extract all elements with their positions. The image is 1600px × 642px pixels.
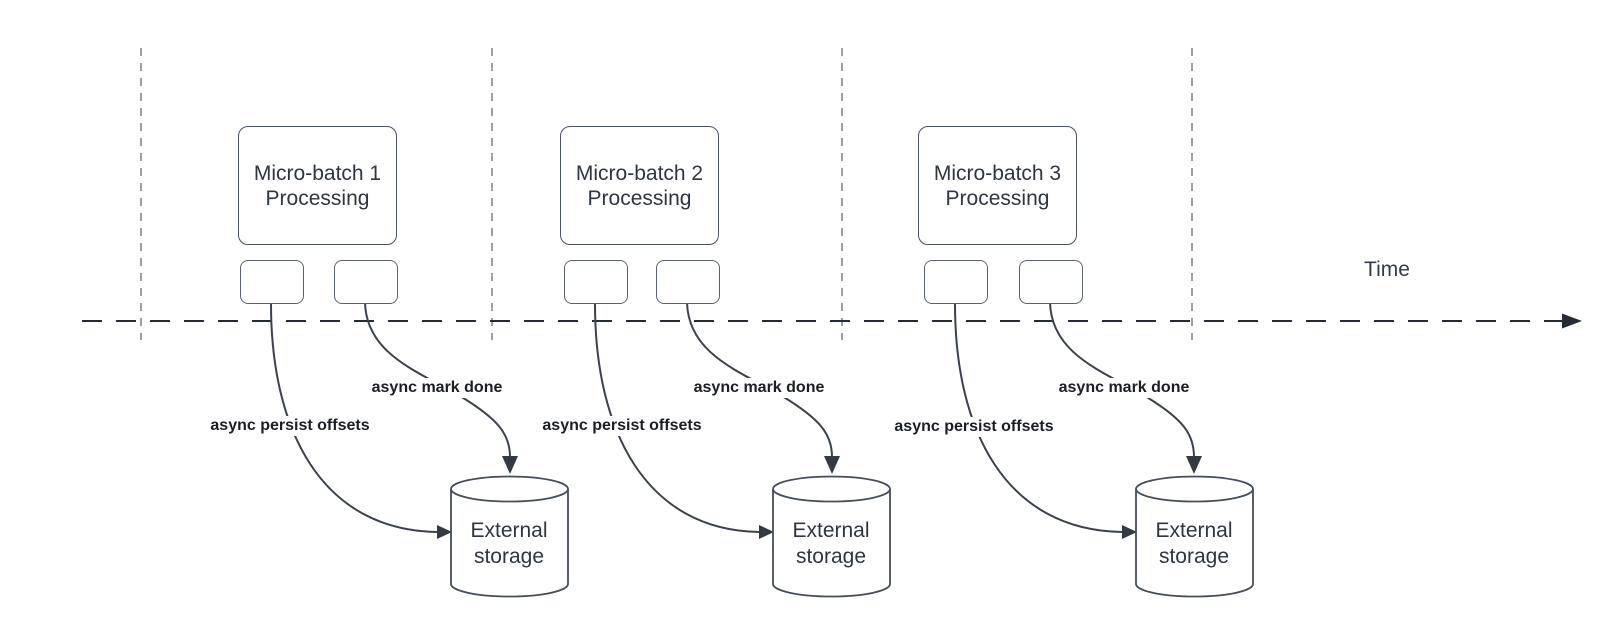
micro-batch-3-box: Micro-batch 3 Processing	[918, 126, 1077, 245]
mark-done-label-2: async mark done	[689, 378, 829, 398]
time-axis-arrowhead-icon	[1562, 313, 1582, 329]
persist-offsets-label-1: async persist offsets	[206, 416, 374, 436]
external-storage-cylinder-3	[1135, 475, 1254, 598]
persist-offsets-label-2: async persist offsets	[538, 416, 706, 436]
mark-done-arrowhead-icon-1	[502, 456, 518, 474]
external-storage-label-2: External storage	[792, 519, 870, 568]
persist-source-node-1	[240, 260, 304, 304]
mark-done-source-node-2	[656, 260, 720, 304]
mark-done-label-3: async mark done	[1054, 378, 1194, 398]
external-storage-label-1: External storage	[470, 519, 548, 568]
persist-offsets-arrowhead-icon-1	[437, 525, 452, 539]
mark-done-source-node-1	[334, 260, 398, 304]
mark-done-source-node-3	[1019, 260, 1083, 304]
micro-batch-2-box: Micro-batch 2 Processing	[560, 126, 719, 245]
mark-done-arrowhead-icon-3	[1186, 456, 1202, 474]
persist-offsets-label-3: async persist offsets	[890, 417, 1058, 437]
persist-source-node-2	[564, 260, 628, 304]
mark-done-label-1: async mark done	[367, 378, 507, 398]
persist-offsets-arrow-2	[594, 303, 760, 533]
persist-source-node-3	[924, 260, 988, 304]
persist-offsets-arrow-3	[954, 303, 1123, 533]
persist-offsets-arrowhead-icon-2	[759, 525, 774, 539]
external-storage-label-3: External storage	[1155, 519, 1233, 568]
external-storage-cylinder-2	[772, 475, 891, 598]
persist-offsets-arrowhead-icon-3	[1122, 525, 1137, 539]
persist-offsets-arrow-1	[270, 303, 438, 533]
time-axis-label: Time	[1364, 258, 1410, 281]
micro-batch-1-box: Micro-batch 1 Processing	[238, 126, 397, 245]
external-storage-cylinder-1	[450, 475, 569, 598]
mark-done-arrowhead-icon-2	[824, 456, 840, 474]
